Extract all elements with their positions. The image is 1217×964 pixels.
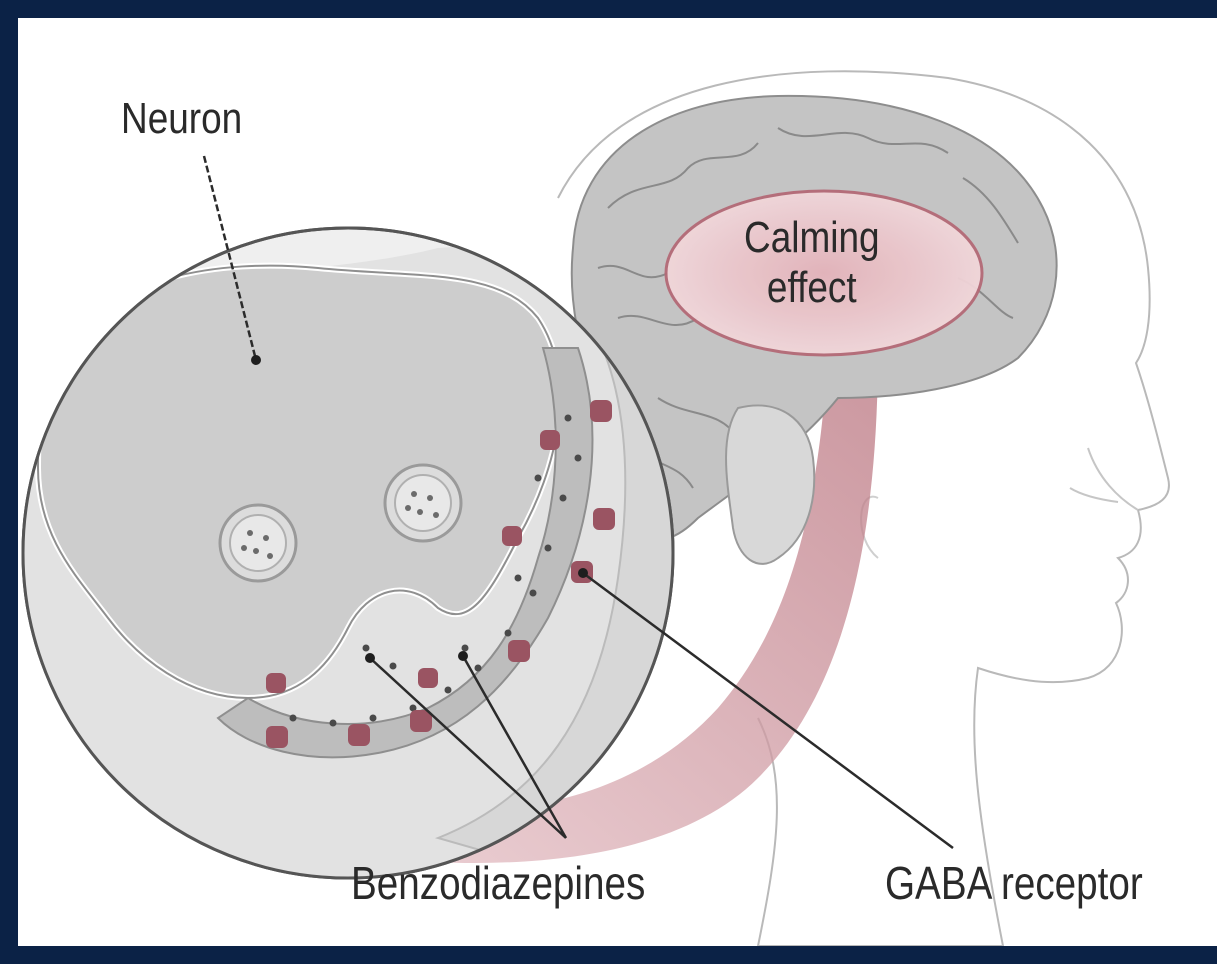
benzodiazepines-label: Benzodiazepines: [351, 856, 645, 910]
vesicle: [220, 505, 296, 581]
calming-effect-label-line1: Calming: [732, 213, 892, 263]
neuron-label: Neuron: [121, 94, 242, 144]
gaba-receptor-label: GABA receptor: [885, 856, 1143, 910]
benzodiazepine-pointer-dot: [458, 651, 468, 661]
vesicle: [385, 465, 461, 541]
illustration: [18, 18, 1217, 946]
neuron-pointer-dot: [251, 355, 261, 365]
calming-effect-label: Calming effect: [732, 213, 892, 313]
gaba-receptor-pointer-dot: [578, 568, 588, 578]
benzodiazepine-pointer-dot: [365, 653, 375, 663]
diagram-frame: Neuron Calming effect Benzodiazepines GA…: [18, 18, 1217, 946]
calming-effect-label-line2: effect: [732, 263, 892, 313]
